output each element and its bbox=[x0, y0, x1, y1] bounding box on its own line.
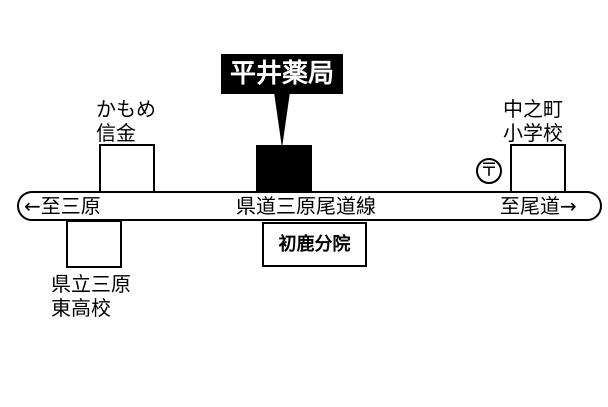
direction-onomichi: 至尾道→ bbox=[500, 194, 577, 218]
nakanocho-school-label: 中之町 小学校 bbox=[503, 97, 563, 145]
road-name: 県道三原尾道線 bbox=[236, 194, 376, 218]
higashi-high-label: 県立三原 東高校 bbox=[51, 272, 131, 320]
post-office-icon: 〒 bbox=[476, 158, 502, 184]
callout-pointer bbox=[274, 92, 290, 148]
pharmacy-title: 平井薬局 bbox=[221, 54, 343, 94]
pharmacy-building bbox=[256, 145, 312, 192]
kamome-shinkin-label: かもめ 信金 bbox=[96, 97, 156, 145]
nakanocho-school-building bbox=[510, 144, 566, 193]
hatsushika-branch: 初鹿分院 bbox=[262, 222, 367, 267]
direction-mihara: ←至三原 bbox=[24, 194, 101, 218]
kamome-shinkin-building bbox=[99, 144, 155, 193]
prefectural-road bbox=[17, 191, 602, 221]
higashi-high-building bbox=[66, 220, 122, 268]
